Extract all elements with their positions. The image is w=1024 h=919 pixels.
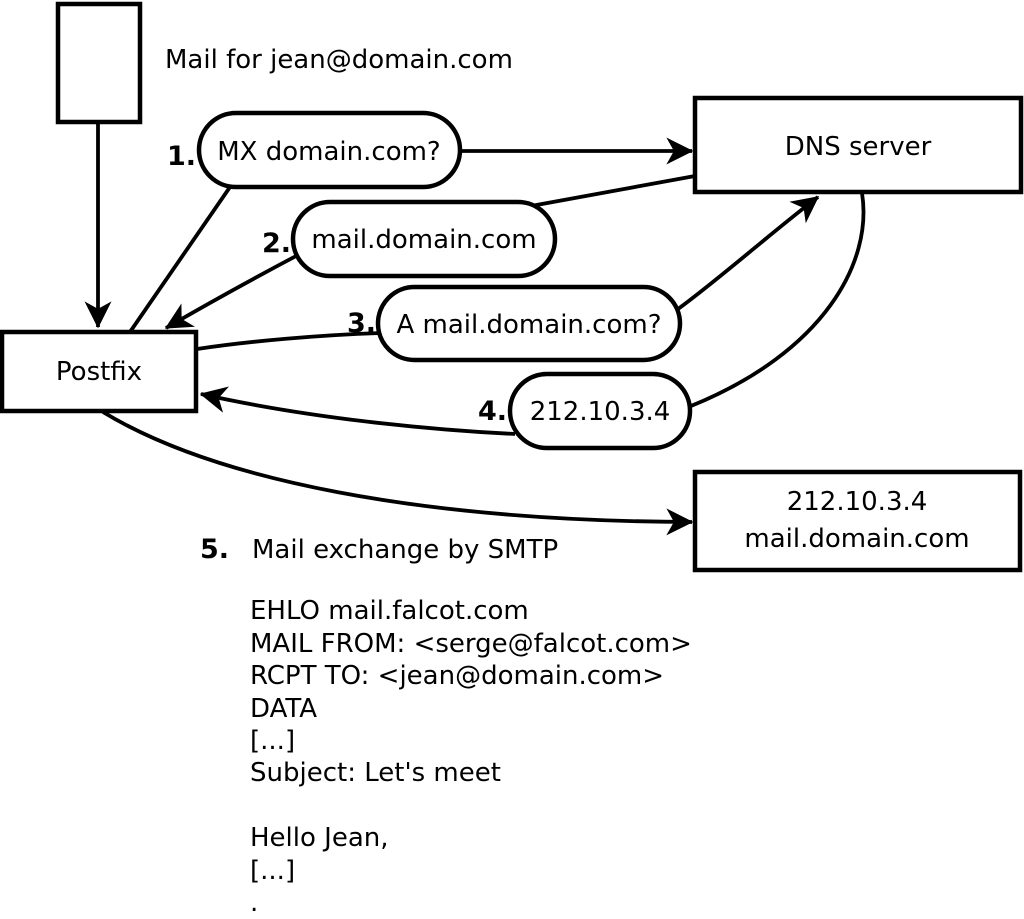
envelope-node xyxy=(55,1,143,125)
smtp-line: MAIL FROM: <serge@falcot.com> xyxy=(250,629,692,659)
smtp-line: RCPT TO: <jean@domain.com> xyxy=(250,661,664,691)
dns-server-label: DNS server xyxy=(785,132,932,162)
smtp-line: [...] xyxy=(250,726,295,756)
postfix-label: Postfix xyxy=(56,357,142,387)
diagram-title: Mail for jean@domain.com xyxy=(165,45,513,75)
line-postfix-to-query3 xyxy=(196,331,382,351)
line-dns-to-response4 xyxy=(690,192,866,408)
mail-server-host-label: mail.domain.com xyxy=(744,524,969,554)
step-3-number: 3. xyxy=(347,308,376,339)
postfix-node xyxy=(0,329,199,414)
smtp-line: Hello Jean, xyxy=(250,823,389,853)
pill-query-a xyxy=(375,284,683,363)
smtp-line: Subject: Let's meet xyxy=(250,758,501,788)
arrow-postfix-to-mailserver-smtp xyxy=(102,410,694,536)
step-2-number: 2. xyxy=(262,228,291,259)
mail-server-node xyxy=(692,469,1023,573)
smtp-line: . xyxy=(250,888,258,918)
step-5-label: Mail exchange by SMTP xyxy=(252,535,558,565)
line-dns-to-response2 xyxy=(530,174,696,208)
step-4-label: 212.10.3.4 xyxy=(530,397,671,427)
line-postfix-to-query1 xyxy=(128,185,232,334)
mail-server-ip-label: 212.10.3.4 xyxy=(787,487,928,517)
pill-response-mx xyxy=(290,199,558,279)
smtp-line: [...] xyxy=(250,856,295,886)
step-1-number: 1. xyxy=(167,141,196,172)
smtp-line: EHLO mail.falcot.com xyxy=(250,596,529,626)
step-3-label: A mail.domain.com? xyxy=(397,310,662,340)
dns-server-node xyxy=(692,95,1024,195)
arrow-query3-to-dns xyxy=(676,195,820,311)
step-2-label: mail.domain.com xyxy=(311,225,536,255)
pill-response-a xyxy=(507,371,693,451)
arrow-response2-to-postfix xyxy=(164,253,299,330)
smtp-line: DATA xyxy=(250,694,317,724)
step-5-number: 5. xyxy=(200,534,229,565)
pill-query-mx xyxy=(196,110,463,190)
arrow-response4-to-postfix xyxy=(199,386,516,436)
step-4-number: 4. xyxy=(478,396,507,427)
step-1-label: MX domain.com? xyxy=(217,137,440,167)
